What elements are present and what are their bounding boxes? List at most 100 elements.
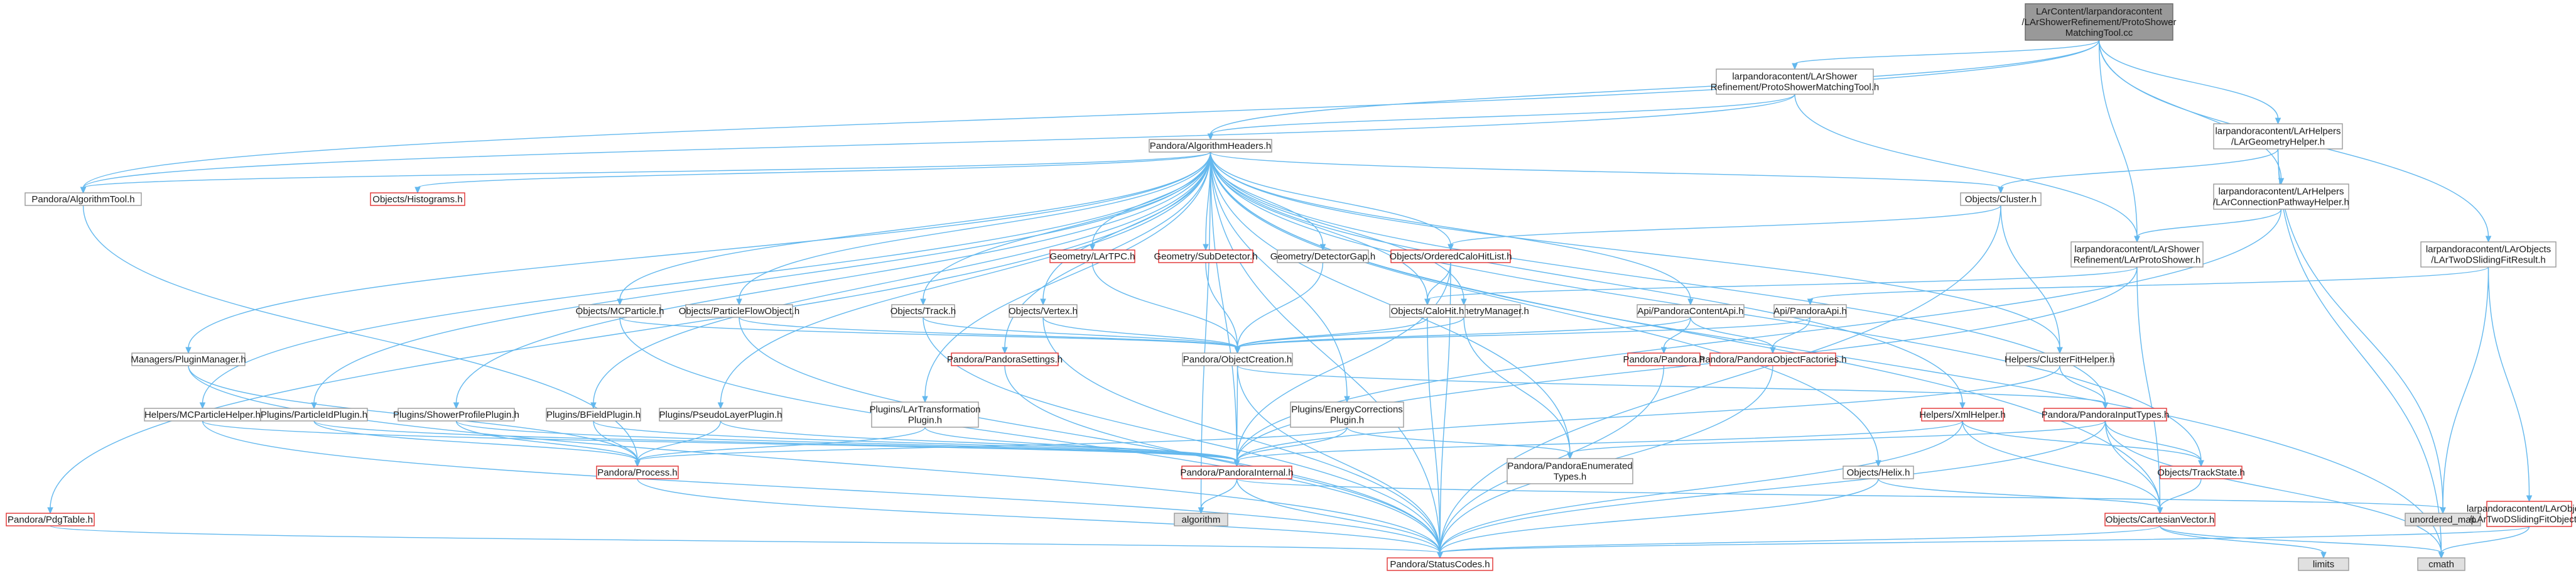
edge-alg_headers-to-histograms xyxy=(414,151,1211,194)
edge-line xyxy=(1210,94,1795,135)
edge-line xyxy=(1237,317,1691,349)
edge-line xyxy=(1210,151,1963,404)
node-clusterfit[interactable]: Helpers/ClusterFitHelper.h xyxy=(2005,352,2115,366)
node-label: Pandora/PandoraSettings.h xyxy=(947,354,1063,365)
edge-line xyxy=(1237,262,1324,349)
node-sliding-objs[interactable]: larpandoracontent/LArObjects/LArTwoDSlid… xyxy=(2467,501,2576,527)
node-pandora[interactable]: Pandora/Pandora.h xyxy=(1623,352,1705,366)
node-lartpc[interactable]: Geometry/LArTPC.h xyxy=(1049,249,1135,263)
edge-cartesian-to-cmath xyxy=(2159,525,2445,559)
node-label: Plugins/ParticleIdPlugin.h xyxy=(261,410,367,420)
edge-line xyxy=(1210,151,1238,462)
edge-process-to-statuscodes xyxy=(637,478,1443,559)
node-label: Objects/Helix.h xyxy=(1847,467,1910,478)
node-bfield[interactable]: Plugins/BFieldPlugin.h xyxy=(546,408,641,422)
node-psmt-h[interactable]: larpandoracontent/LArShowerRefinement/Pr… xyxy=(1711,68,1879,95)
edge-line xyxy=(593,151,1211,404)
edge-alg_headers-to-contentapi xyxy=(1210,151,1694,306)
edge-line xyxy=(1236,478,1441,553)
node-settings[interactable]: Pandora/PandoraSettings.h xyxy=(947,352,1063,366)
node-box xyxy=(685,304,793,318)
edge-line xyxy=(739,151,1211,300)
node-algorithm[interactable]: algorithm xyxy=(1174,513,1228,526)
edge-xmlhelper-to-trackstate xyxy=(1962,420,2204,467)
node-root[interactable]: LArContent/larpandoracontent/LArShowerRe… xyxy=(2022,3,2177,41)
edge-alg_headers-to-mchelper xyxy=(199,151,1211,410)
node-objfactories[interactable]: Pandora/PandoraObjectFactories.h xyxy=(1699,352,1847,366)
edge-line xyxy=(2104,420,2202,462)
edge-arrowhead xyxy=(922,396,928,403)
edge-line xyxy=(50,525,1441,553)
node-box xyxy=(1843,466,1914,479)
node-box xyxy=(2160,466,2243,479)
node-process[interactable]: Pandora/Process.h xyxy=(596,466,679,479)
node-objcreation[interactable]: Pandora/ObjectCreation.h xyxy=(1182,352,1293,366)
node-limits[interactable]: limits xyxy=(2298,557,2349,571)
node-label: MatchingTool.cc xyxy=(2065,28,2133,38)
node-box xyxy=(1387,557,1493,571)
node-mchelper[interactable]: Helpers/MCParticleHelper.h xyxy=(144,408,261,422)
node-box xyxy=(891,304,955,318)
edge-line xyxy=(1210,151,1691,300)
edge-root-to-geom_helper xyxy=(2098,40,2281,125)
node-mcparticle[interactable]: Objects/MCParticle.h xyxy=(576,304,664,318)
edge-arrowhead xyxy=(199,402,206,410)
edge-arrowhead xyxy=(1040,298,1046,306)
edge-line xyxy=(1210,151,1441,553)
node-detgap[interactable]: Geometry/DetectorGap.h xyxy=(1270,249,1376,263)
node-pseudolayer[interactable]: Plugins/PseudoLayerPlugin.h xyxy=(659,408,782,422)
node-pdgtable[interactable]: Pandora/PdgTable.h xyxy=(6,513,95,526)
node-label: limits xyxy=(2313,559,2334,570)
node-histograms[interactable]: Objects/Histograms.h xyxy=(370,192,465,206)
node-geom-helper[interactable]: larpandoracontent/LArHelpers/LArGeometry… xyxy=(2213,123,2343,150)
node-xmlhelper[interactable]: Helpers/XmlHelper.h xyxy=(1919,408,2006,422)
node-contentapi[interactable]: Api/PandoraContentApi.h xyxy=(1637,304,1745,318)
node-pfo[interactable]: Objects/ParticleFlowObject.h xyxy=(679,304,800,318)
edge-arrowhead xyxy=(47,507,53,515)
node-trackstate[interactable]: Objects/TrackState.h xyxy=(2157,466,2245,479)
node-inputtypes[interactable]: Pandora/PandoraInputTypes.h xyxy=(2042,408,2169,422)
node-internal[interactable]: Pandora/PandoraInternal.h xyxy=(1180,466,1294,479)
node-vertex[interactable]: Objects/Vertex.h xyxy=(1009,304,1078,318)
node-ordered[interactable]: Objects/OrderedCaloHitList.h xyxy=(1389,249,1512,263)
node-box xyxy=(2213,183,2349,210)
node-showerprofile[interactable]: Plugins/ShowerProfilePlugin.h xyxy=(393,408,519,422)
node-pluginmgr[interactable]: Managers/PluginManager.h xyxy=(131,352,246,366)
edge-arrowhead xyxy=(1792,63,1798,70)
edge-arrowhead xyxy=(1424,298,1431,306)
edge-xmlhelper-to-internal xyxy=(1233,420,1963,467)
edge-line xyxy=(1205,262,1238,349)
node-cluster[interactable]: Objects/Cluster.h xyxy=(1960,192,2042,206)
node-proto-shower[interactable]: larpandoracontent/LArShowerRefinement/LA… xyxy=(2070,241,2204,268)
node-pandoraapi[interactable]: Api/PandoraApi.h xyxy=(1773,304,1847,318)
node-pidplugin[interactable]: Plugins/ParticleIdPlugin.h xyxy=(260,408,368,422)
node-calohit[interactable]: Objects/CaloHit.h xyxy=(1389,304,1466,318)
node-box xyxy=(2486,501,2572,527)
edge-line xyxy=(1237,365,2106,404)
node-cmath[interactable]: cmath xyxy=(2417,557,2465,571)
edge-xmlhelper-to-statuscodes xyxy=(1437,420,1963,559)
node-unordered-map[interactable]: unordered_map xyxy=(2405,513,2481,526)
node-label: Geometry/LArTPC.h xyxy=(1050,251,1135,262)
node-statuscodes[interactable]: Pandora/StatusCodes.h xyxy=(1387,557,1493,571)
node-alg-headers[interactable]: Pandora/AlgorithmHeaders.h xyxy=(1149,139,1272,153)
node-subdet[interactable]: Geometry/SubDetector.h xyxy=(1154,249,1258,263)
edge-line xyxy=(1236,427,1348,462)
node-track[interactable]: Objects/Track.h xyxy=(890,304,956,318)
edge-alg_headers-to-track xyxy=(920,151,1211,306)
node-cartesian[interactable]: Objects/CartesianVector.h xyxy=(2104,513,2216,526)
edge-arrowhead xyxy=(1567,452,1573,460)
node-label: /LArGeometryHelper.h xyxy=(2231,136,2325,147)
node-box xyxy=(2420,241,2557,268)
node-helix[interactable]: Objects/Helix.h xyxy=(1843,466,1914,479)
edge-line xyxy=(2159,478,2202,509)
edge-alg_headers-to-pfo xyxy=(736,151,1211,306)
node-alg-tool[interactable]: Pandora/AlgorithmTool.h xyxy=(24,192,142,206)
node-box xyxy=(1390,249,1511,263)
node-conn-helper[interactable]: larpandoracontent/LArHelpers/LArConnecti… xyxy=(2213,183,2349,210)
edge-line xyxy=(1004,365,1441,553)
node-sliding-res[interactable]: larpandoracontent/LArObjects/LArTwoDSlid… xyxy=(2420,241,2557,268)
